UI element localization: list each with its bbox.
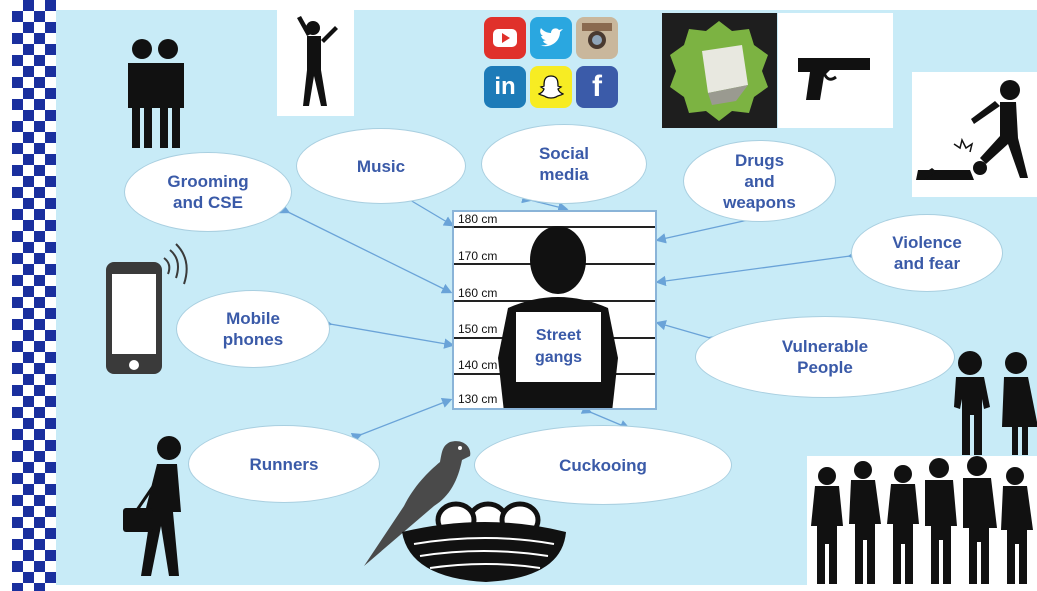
height-label: 130 cm [456,392,500,406]
walking-figure-icon [123,436,181,576]
link-music [400,191,455,227]
node-label: Vulnerable People [781,337,869,377]
node-violence-fear: Violence and fear [851,214,1003,292]
twitter-icon [530,17,572,59]
snapchat-icon [530,66,572,108]
children-icon [954,351,1037,455]
police-checker-band [12,0,56,591]
linkedin-icon: in [484,66,526,108]
node-mobile-phones: Mobile phones [176,290,330,368]
link-grooming [278,203,453,294]
node-grooming-cse: Grooming and CSE [124,152,292,232]
node-cuckooing: Cuckooing [474,425,732,505]
node-label: Violence and fear [892,233,962,273]
height-label: 140 cm [456,358,500,372]
facebook-icon: f [576,66,618,108]
link-vulnerable [655,320,719,346]
link-violence [655,249,859,287]
pill-badge-icon [670,21,768,121]
node-label: Cuckooing [559,455,647,475]
gun-icon [798,58,870,100]
node-label: Runners [249,454,319,474]
node-runners: Runners [188,425,380,503]
link-runners [350,397,453,443]
center-label: Street gangs [534,327,583,366]
cuckoo-nest-photo [330,432,570,590]
violence-photo [912,72,1037,197]
height-line [454,408,655,410]
node-drugs-weapons: Drugs and weapons [683,140,836,222]
dancer-icon [297,16,338,106]
youtube-icon [484,17,526,59]
height-label: 150 cm [456,322,500,336]
runner-photo [117,432,202,582]
hugging-figures-icon [128,39,184,148]
node-label: Drugs and weapons [723,150,796,212]
gun-photo [778,13,893,128]
link-mobile [321,317,455,349]
node-label: Grooming and CSE [167,172,249,212]
street-gangs-sign: Street gangs [511,307,606,387]
height-label: 160 cm [456,286,500,300]
height-label: 170 cm [456,249,500,263]
dancer-photo [277,10,354,116]
node-label: Music [356,156,406,176]
node-social-media: Social media [481,124,647,204]
node-label: Social media [538,144,590,184]
crowd-photo [807,456,1037,586]
kicking-figure-icon [916,80,1028,180]
crowd-silhouette-icon [811,456,1033,584]
height-label: 180 cm [456,212,500,226]
node-vulnerable-people: Vulnerable People [695,316,955,398]
instagram-icon [576,17,618,59]
link-drugs [655,211,766,244]
node-label: Mobile phones [222,309,284,349]
smartphone-icon [106,243,188,374]
bird-nest-icon [364,441,566,582]
node-music: Music [296,128,466,204]
drugs-photo [662,13,777,128]
